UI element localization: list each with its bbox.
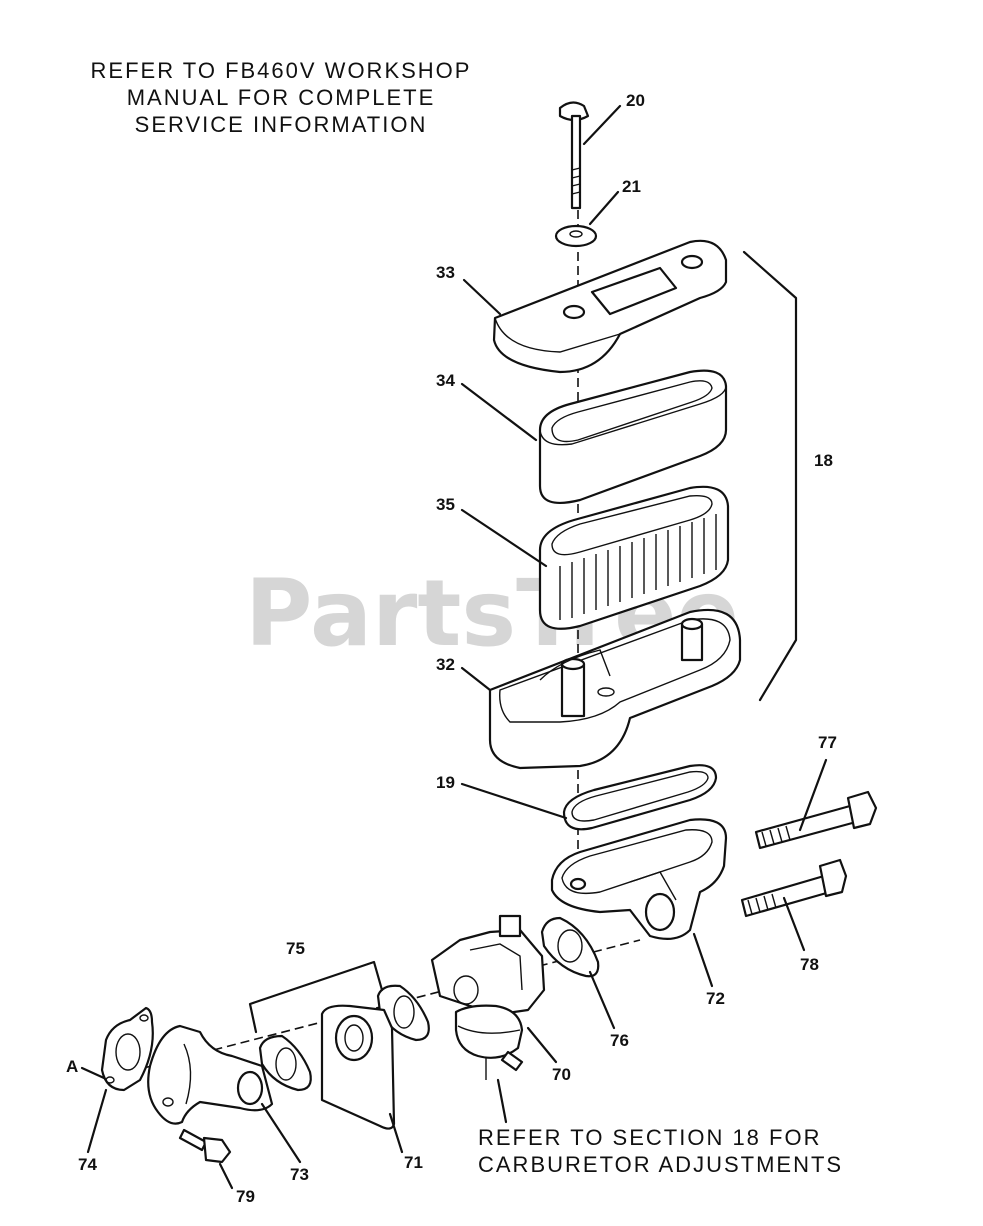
callout-35: 35 [436, 495, 455, 514]
callout-75: 75 [286, 939, 305, 958]
callout-18: 18 [814, 451, 833, 470]
callout-20: 20 [626, 91, 645, 110]
assembly-bracket-18 [742, 250, 798, 702]
insulator-gasket-part-75a [376, 984, 430, 1042]
carburetor-gasket-part-76 [540, 916, 600, 978]
callout-19: 19 [436, 773, 455, 792]
callout-70: 70 [552, 1065, 571, 1084]
callout-33: 33 [436, 263, 455, 282]
callout-79: 79 [236, 1187, 255, 1206]
carburetor-adjustment-note: REFER TO SECTION 18 FOR CARBURETOR ADJUS… [478, 1125, 844, 1177]
callout-74: 74 [78, 1155, 97, 1174]
callout-A: A [66, 1057, 78, 1076]
paper-element-part-35 [538, 485, 730, 630]
intake-manifold-part-73 [147, 1024, 274, 1125]
bolt-part-77 [754, 790, 878, 850]
callout-78: 78 [800, 955, 819, 974]
bolt-part-79 [178, 1128, 232, 1164]
bolt-part-78 [740, 858, 848, 918]
foam-precleaner-part-34 [538, 369, 728, 504]
carburetor-part-70 [430, 914, 546, 1080]
air-cleaner-base-part-32 [488, 608, 742, 770]
elbow-adapter-part-72 [550, 818, 728, 941]
callout-71: 71 [404, 1153, 423, 1172]
manifold-gasket-part-74 [100, 1006, 154, 1092]
washer-part-21 [554, 224, 598, 248]
callout-34: 34 [436, 371, 455, 390]
bracket-75 [248, 960, 384, 1034]
wing-bolt-part-20 [558, 101, 590, 210]
gasket-part-19 [562, 764, 718, 831]
air-cleaner-cover-part-33 [492, 239, 728, 374]
spacer-part-71 [320, 1004, 396, 1130]
leader-lines [80, 104, 828, 1190]
callout-72: 72 [706, 989, 725, 1008]
callout-21: 21 [622, 177, 641, 196]
callout-76: 76 [610, 1031, 629, 1050]
callout-77: 77 [818, 733, 837, 752]
insulator-gasket-part-75b [258, 1034, 312, 1092]
callout-32: 32 [436, 655, 455, 674]
workshop-manual-note: REFER TO FB460V WORKSHOP MANUAL FOR COMP… [90, 58, 472, 137]
callout-73: 73 [290, 1165, 309, 1184]
